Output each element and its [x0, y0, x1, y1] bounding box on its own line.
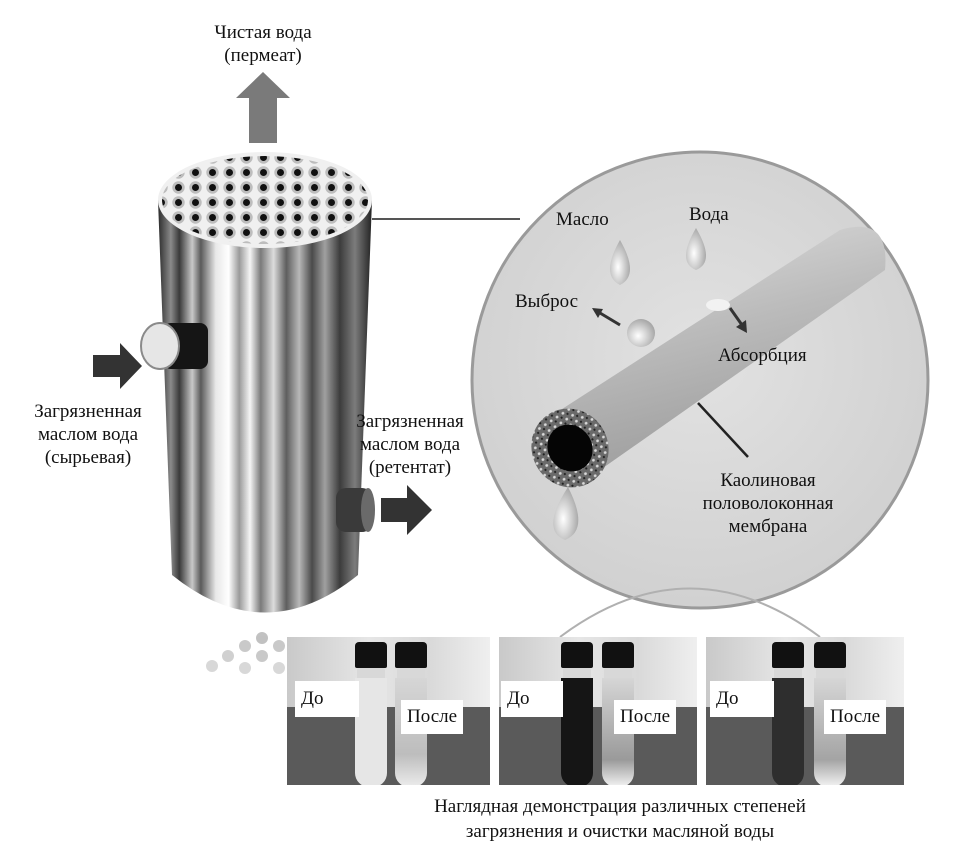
membrane-label: Каолиновая половолоконная мембрана	[702, 470, 834, 537]
hollow-fiber-tube	[545, 226, 886, 470]
water-droplet-icon	[686, 228, 706, 270]
vial-before	[561, 642, 593, 785]
oil-droplet-icon	[610, 240, 630, 285]
cylinder-reflection	[206, 632, 302, 674]
retentate-arrow-icon	[381, 485, 432, 535]
before-label: До	[295, 681, 359, 717]
feed-arrow-icon	[93, 343, 142, 389]
water-label: Вода	[689, 204, 729, 225]
after-label: После	[614, 700, 677, 734]
after-label: После	[401, 700, 464, 734]
figure-caption: Наглядная демонстрация различных степене…	[434, 796, 806, 842]
fiber-bundle-end	[162, 156, 368, 244]
sample-photo-3: До После	[706, 637, 904, 785]
absorbed-droplet-icon	[706, 299, 730, 311]
absorption-arrow-icon	[728, 307, 744, 326]
after-label: После	[824, 700, 887, 734]
before-label: До	[710, 681, 774, 717]
permeate-label: Чистая вода (пермеат)	[214, 22, 312, 66]
feed-label: Загрязненная маслом вода (сырьевая)	[34, 401, 142, 468]
retentate-label: Загрязненная маслом вода (ретентат)	[356, 411, 464, 478]
rejected-droplet-icon	[627, 319, 655, 347]
rejection-label: Выброс	[515, 291, 579, 312]
vial-before	[772, 642, 804, 785]
sample-photo-2: До После	[499, 637, 697, 785]
membrane-module-cylinder	[158, 152, 372, 613]
before-label: До	[501, 681, 563, 717]
membrane-zoom-view	[470, 150, 930, 610]
absorption-label: Абсорбция	[718, 345, 807, 366]
membrane-pointer-line	[697, 402, 749, 458]
retentate-outlet-port	[336, 488, 375, 532]
vial-before	[355, 642, 387, 785]
rejection-arrow-icon	[599, 311, 621, 327]
feed-inlet-port	[140, 322, 208, 370]
oil-label: Масло	[556, 209, 609, 230]
photo-connector-arc	[559, 587, 821, 638]
permeate-droplet-icon	[553, 487, 579, 540]
sample-photo-1: До После	[287, 637, 490, 785]
